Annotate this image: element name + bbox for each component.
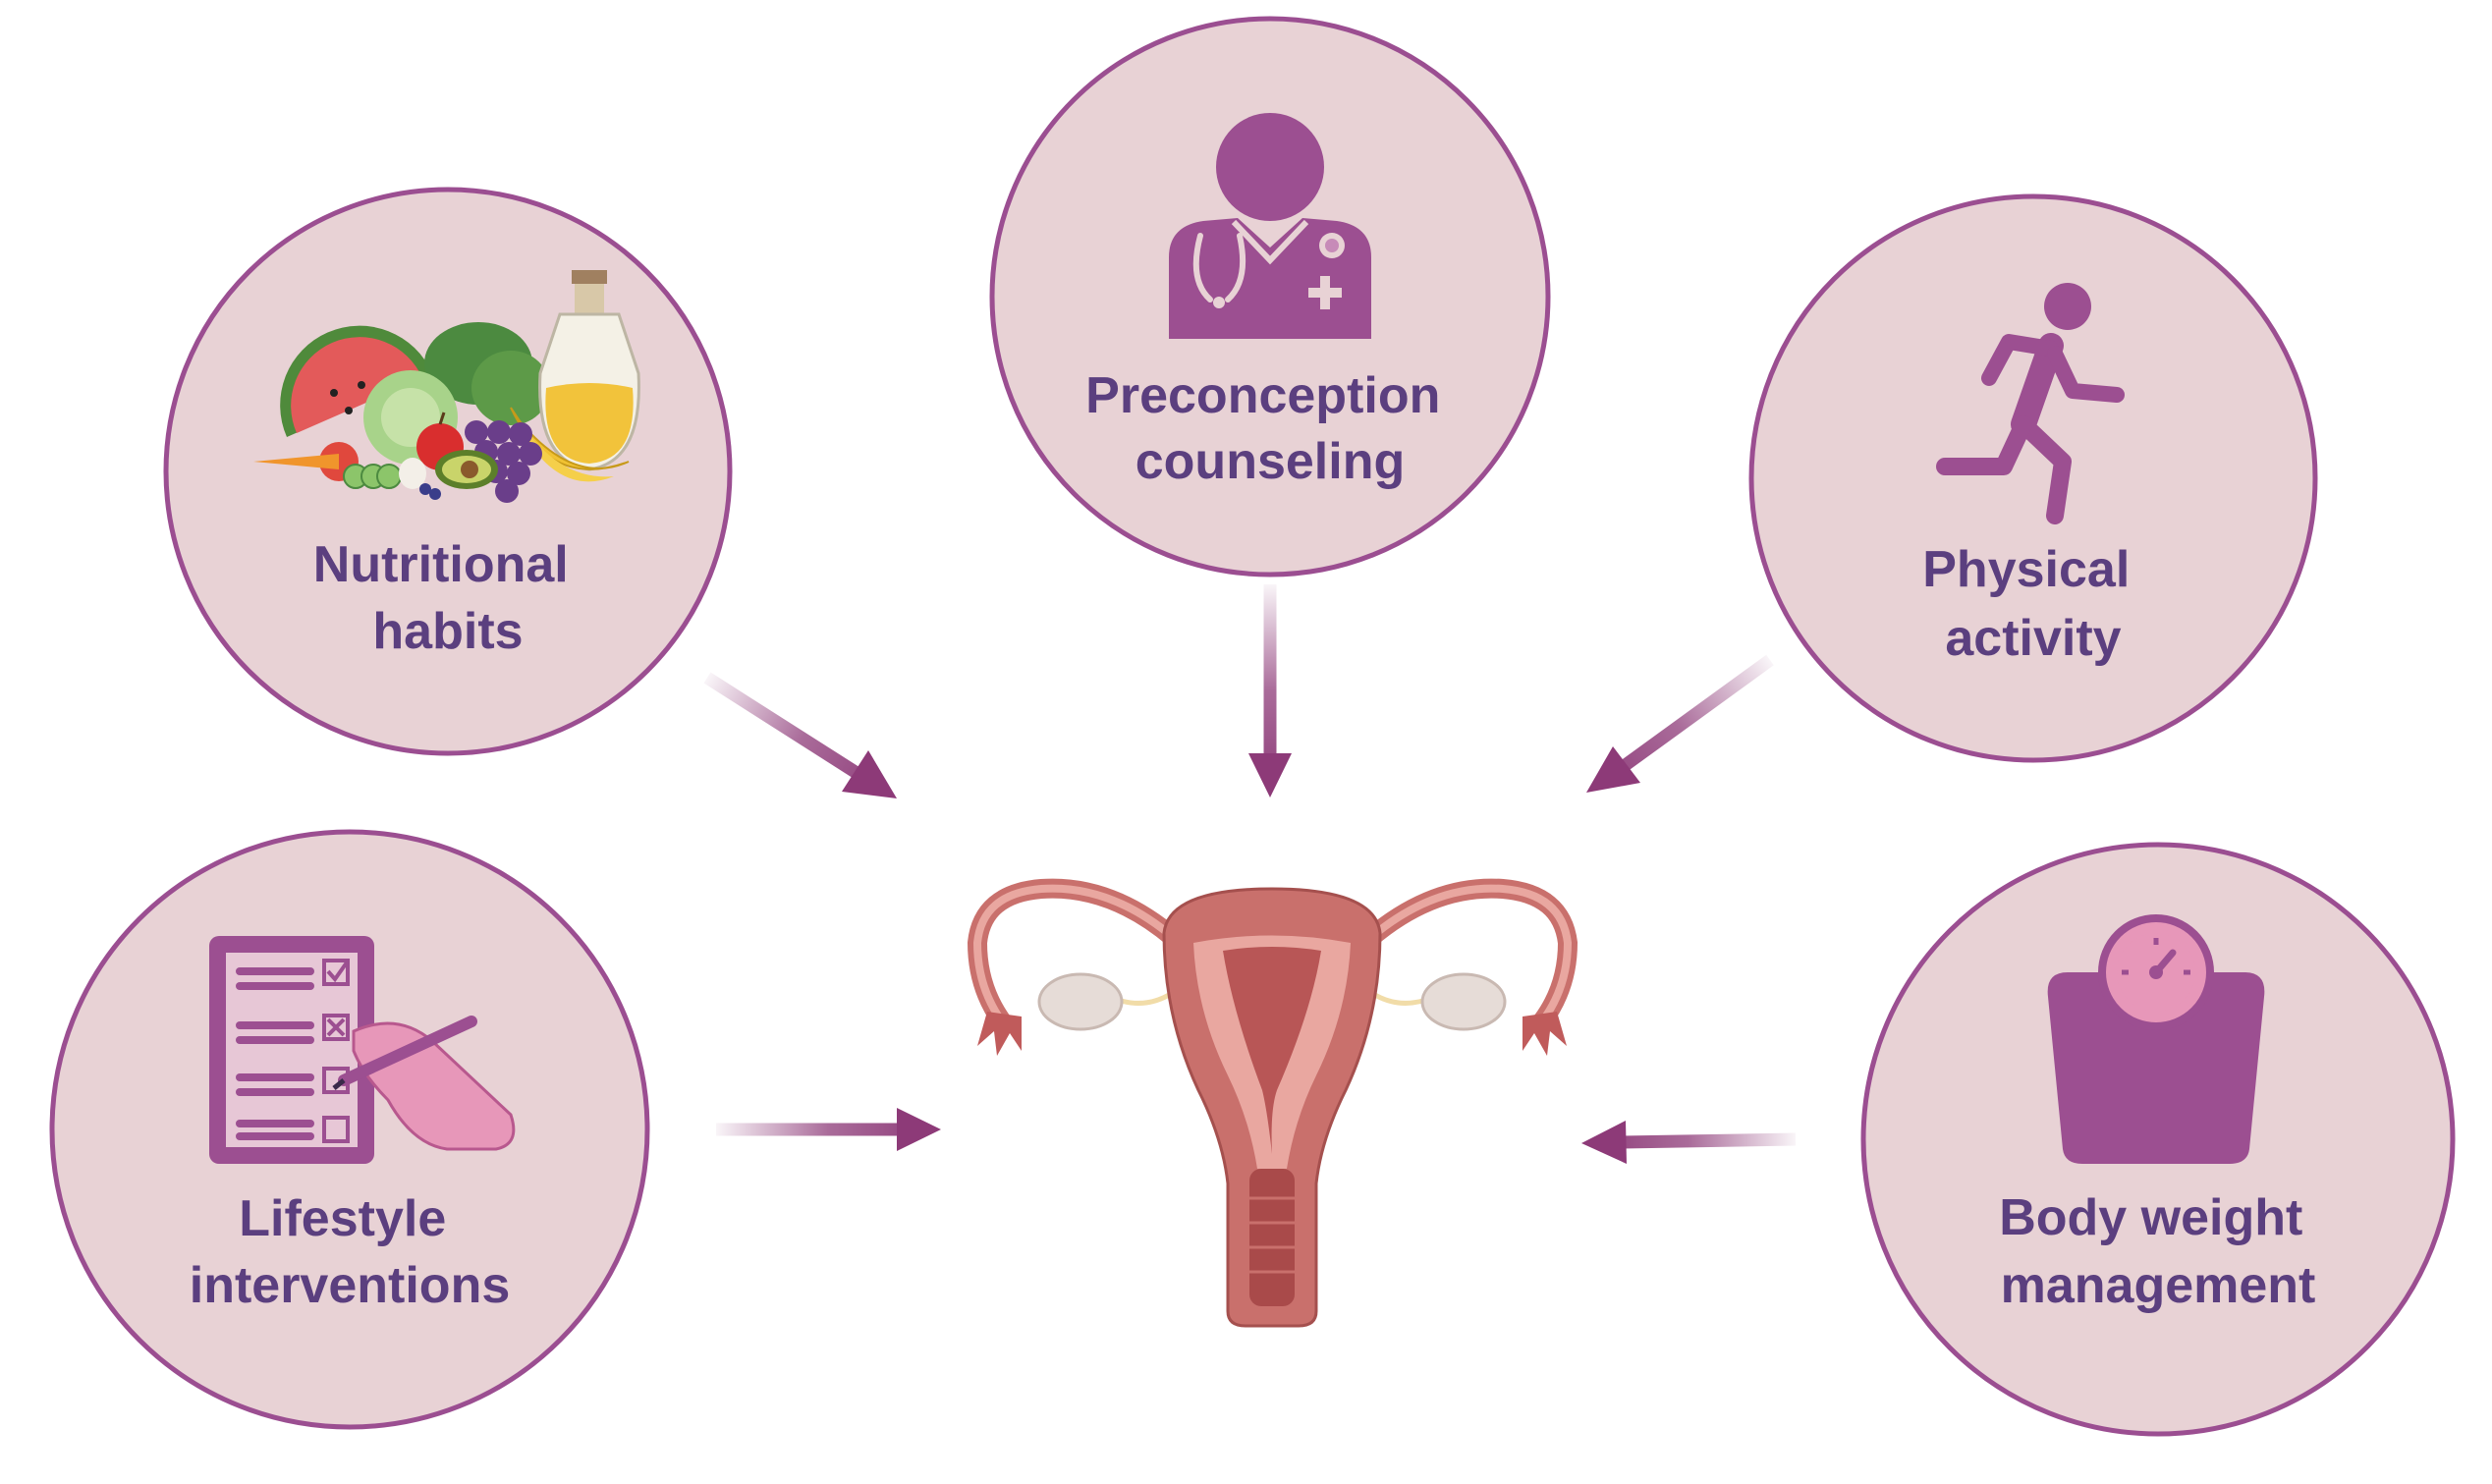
node-label-line2: activity <box>1945 610 2121 667</box>
uterus-illustration <box>967 878 1578 1328</box>
node-nutritional-habits: Nutritional habits <box>163 187 733 756</box>
arrow-from-physical-activity <box>1586 654 1774 793</box>
arrow-from-nutritional-habits <box>703 672 897 798</box>
node-label-line2: management <box>2001 1257 2316 1314</box>
node-label-line2: habits <box>372 603 523 660</box>
node-label-line1: Lifestyle <box>239 1190 446 1247</box>
node-lifestyle-interventions: Lifestyle interventions <box>49 829 650 1430</box>
node-label-line2: interventions <box>190 1257 511 1314</box>
node-preconception-counseling: Preconception counseling <box>989 16 1551 577</box>
node-label-line1: Nutritional <box>313 536 569 593</box>
checklist-icon <box>209 936 516 1164</box>
svg-text:Nutritional habits: Nutritional habits <box>313 536 582 660</box>
arrow-from-body-weight-management <box>1581 1121 1797 1164</box>
node-body-weight-management: Body weight management <box>1860 842 2456 1437</box>
arrow-from-preconception-counseling <box>1248 584 1292 797</box>
node-label-line1: Preconception <box>1085 367 1440 424</box>
node-circle <box>1748 193 2318 763</box>
svg-text:Preconception counseling: Preconception counseling <box>1085 367 1455 490</box>
doctor-icon <box>1169 113 1371 339</box>
arrow-from-lifestyle-interventions <box>716 1108 941 1151</box>
node-physical-activity: Physical activity <box>1748 193 2318 763</box>
svg-text:Physical activity: Physical activity <box>1922 541 2143 667</box>
svg-text:Body weight management: Body weight management <box>1999 1189 2317 1314</box>
node-label-line2: counseling <box>1135 433 1405 490</box>
scale-icon <box>2047 914 2265 1164</box>
node-label-line1: Body weight <box>1999 1189 2302 1246</box>
node-label-line1: Physical <box>1922 541 2130 598</box>
svg-text:Lifestyle interventions: Lifestyle interventions <box>190 1190 511 1314</box>
fruits-vegetables-icon <box>253 270 640 503</box>
running-person-icon <box>1936 283 2125 524</box>
